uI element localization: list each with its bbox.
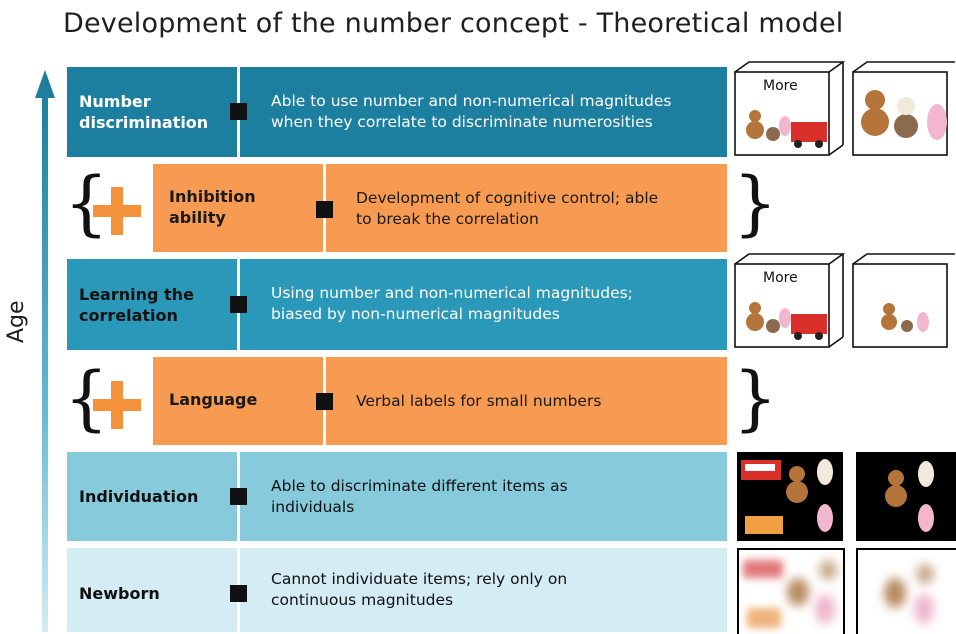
bunny-icon [917, 312, 929, 332]
stage-label: Learning the correlation [79, 285, 194, 325]
box-illustration [852, 61, 955, 156]
stage-description: Able to use number and non-numerical mag… [271, 92, 672, 131]
teddy-bear-icon [884, 578, 906, 608]
bullet-square [316, 393, 333, 410]
bunny-icon [927, 104, 947, 140]
bunny-icon [918, 504, 934, 532]
right-brace: } [733, 357, 778, 439]
stage-label: Language [169, 390, 258, 409]
more-box-illustration: More [734, 253, 845, 348]
fire-truck-icon [791, 314, 827, 334]
age-arrow-shaft [42, 95, 48, 632]
stage-description: Able to discriminate different items as … [271, 477, 568, 516]
stage-label: Individuation [79, 487, 199, 506]
bullet-square [230, 296, 247, 313]
bullet-square [316, 201, 333, 218]
bullet-square [230, 488, 247, 505]
teddy-bear-icon [787, 578, 809, 606]
teddy-bear-icon [861, 108, 889, 136]
fire-truck-icon [791, 122, 827, 142]
dump-truck-icon [747, 608, 781, 628]
stage-newborn: Newborn Cannot individuate items; rely o… [67, 548, 727, 632]
teddy-bear-icon [746, 313, 764, 331]
puppy-icon [766, 319, 780, 333]
left-brace: { [64, 357, 109, 439]
more-box-illustration: More [734, 61, 845, 156]
bunny-icon [817, 504, 833, 532]
bunny-icon [815, 594, 835, 624]
teddy-bear-icon [746, 121, 764, 139]
bus-icon [743, 560, 783, 578]
puppy-icon [817, 459, 833, 485]
individuation-panel-illustration [856, 452, 956, 541]
plus-icon-vertical [111, 187, 123, 235]
more-label: More [763, 270, 798, 286]
stage-description: Using number and non-numerical magnitude… [271, 284, 633, 323]
bullet-square [230, 585, 247, 602]
stage-description: Cannot individuate items; rely only on c… [271, 570, 568, 609]
puppy-icon [894, 114, 918, 138]
age-arrow-head-icon [35, 70, 55, 98]
bunny-icon [779, 116, 791, 136]
bullet-square [230, 103, 247, 120]
puppy-icon [819, 560, 837, 580]
plus-icon-vertical [111, 381, 123, 429]
puppy-icon [901, 320, 913, 332]
newborn-blurred-panel [856, 548, 956, 634]
bunny-icon [914, 594, 934, 624]
stage-language: Language Verbal labels for small numbers [153, 357, 727, 445]
more-label: More [763, 78, 798, 94]
stage-label: Newborn [79, 584, 160, 603]
box-illustration [852, 253, 955, 348]
stage-description: Verbal labels for small numbers [356, 392, 602, 410]
puppy-icon [916, 564, 934, 584]
individuation-panel-illustration [737, 452, 843, 541]
chart-title: Development of the number concept - Theo… [63, 8, 844, 39]
stage-individuation: Individuation Able to discriminate diffe… [67, 452, 727, 541]
right-brace: } [733, 162, 778, 244]
dump-truck-icon [745, 516, 783, 534]
stage-description: Development of cognitive control; able t… [356, 189, 659, 228]
teddy-bear-icon [881, 314, 897, 330]
stage-label: Number discrimination [79, 92, 209, 132]
stage-inhibition-ability: Inhibition ability Development of cognit… [153, 164, 727, 252]
stage-learning-the-correlation: Learning the correlation Using number an… [67, 259, 727, 350]
stage-number-discrimination: Number discrimination Able to use number… [67, 67, 727, 157]
bunny-icon [779, 308, 791, 328]
age-axis-label: Age [4, 300, 29, 343]
puppy-icon [766, 127, 780, 141]
teddy-bear-icon [885, 485, 907, 507]
stage-label: Inhibition ability [169, 187, 256, 227]
left-brace: { [64, 162, 109, 244]
newborn-blurred-panel [737, 548, 845, 634]
teddy-bear-icon [786, 481, 808, 503]
puppy-icon [918, 461, 934, 487]
